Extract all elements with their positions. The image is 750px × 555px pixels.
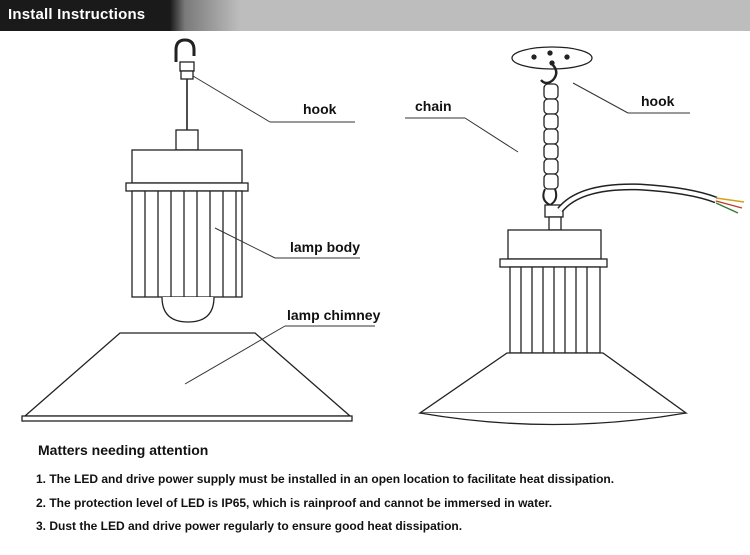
left-lamp-chimney <box>21 332 353 422</box>
label-chain: chain <box>415 98 452 114</box>
right-leader-lines <box>405 82 690 153</box>
note-item: 2. The protection level of LED is IP65, … <box>36 495 553 510</box>
right-lamp-illustration <box>417 46 745 426</box>
label-lamp-body: lamp body <box>290 239 360 255</box>
left-leader-lines <box>184 75 375 385</box>
notes-list: 1. The LED and drive power supply must b… <box>36 472 614 543</box>
label-lamp-chimney: lamp chimney <box>287 307 381 323</box>
note-item: 3. Dust the LED and drive power regularl… <box>36 519 463 533</box>
header-bar: Install Instructions <box>0 0 750 31</box>
notes-title: Matters needing attention <box>38 442 209 458</box>
note-item: 1. The LED and drive power supply must b… <box>36 472 615 486</box>
header-title: Install Instructions <box>8 6 146 23</box>
left-lamp-body <box>131 190 243 323</box>
lamp-installation-diagram: hook lamp body lamp chimney <box>21 38 745 426</box>
left-lamp-illustration <box>21 38 353 422</box>
label-hook-right: hook <box>641 93 675 109</box>
left-hook <box>174 38 196 130</box>
chain <box>542 83 559 207</box>
label-hook-left: hook <box>303 101 337 117</box>
